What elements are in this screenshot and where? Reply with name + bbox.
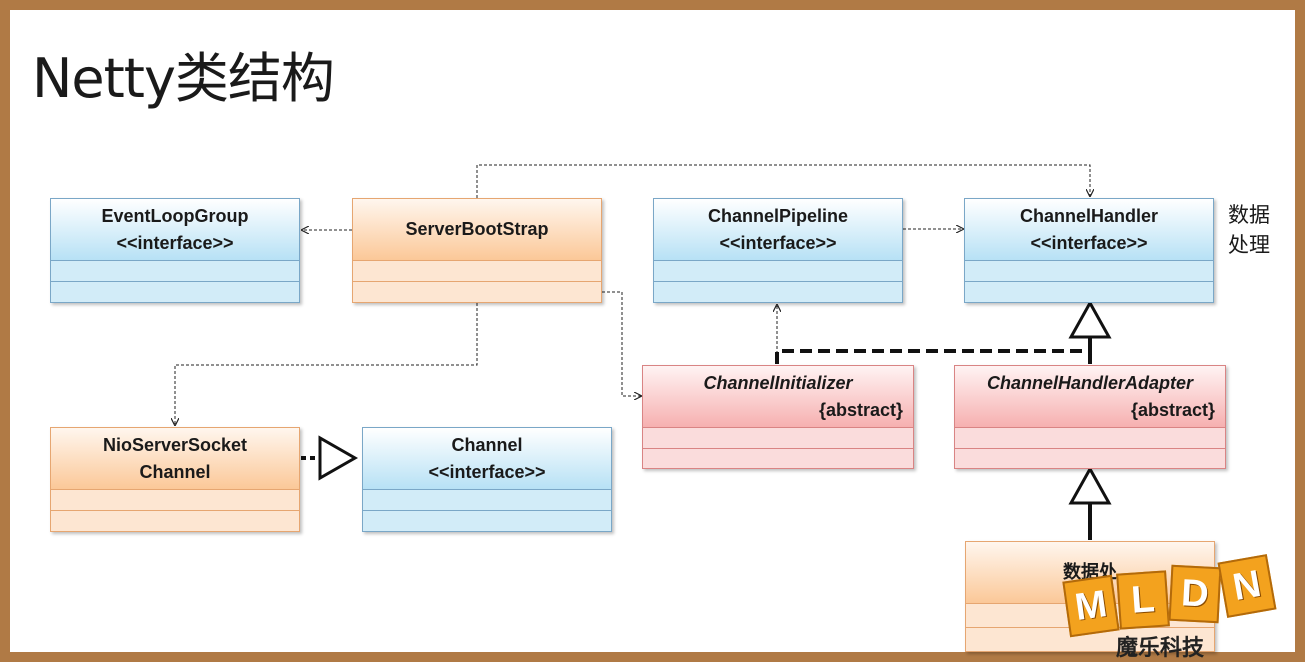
methods-section	[51, 511, 299, 531]
class-header: ChannelPipeline <<interface>>	[654, 199, 902, 261]
class-header: ChannelInitializer {abstract}	[643, 366, 913, 428]
adapter-inheritance-triangle	[1068, 465, 1112, 505]
logo-letter: L	[1116, 570, 1170, 630]
class-header: ChannelHandler <<interface>>	[965, 199, 1213, 261]
logo-letter: M	[1062, 574, 1120, 638]
class-box-channelhandleradapter: ChannelHandlerAdapter {abstract}	[954, 365, 1226, 469]
class-box-channelpipeline: ChannelPipeline <<interface>>	[653, 198, 903, 303]
class-name: ChannelPipeline	[707, 205, 849, 226]
class-header: ChannelHandlerAdapter {abstract}	[955, 366, 1225, 428]
class-header: EventLoopGroup <<interface>>	[51, 199, 299, 261]
class-name: Channel	[451, 434, 523, 455]
class-stereotype: {abstract}	[1130, 399, 1215, 420]
attributes-section	[51, 261, 299, 282]
class-name-line1: NioServerSocket	[102, 434, 248, 455]
class-name: ChannelHandler	[1019, 205, 1159, 226]
class-stereotype: <<interface>>	[116, 232, 234, 253]
class-box-channelinitializer: ChannelInitializer {abstract}	[642, 365, 914, 469]
class-box-nioserversocketchannel: NioServerSocket Channel	[50, 427, 300, 532]
mldn-logo-watermark: M L D N 魔乐科技	[1060, 548, 1300, 661]
class-box-channel: Channel <<interface>>	[362, 427, 612, 532]
attributes-section	[353, 261, 601, 282]
handler-inheritance-triangle	[1068, 299, 1112, 339]
bootstrap-to-handler-dependency	[476, 164, 1090, 198]
class-header: Channel <<interface>>	[363, 428, 611, 490]
logo-letter: D	[1168, 564, 1222, 624]
attributes-section	[965, 261, 1213, 282]
methods-section	[955, 449, 1225, 469]
class-box-serverbootstrap: ServerBootStrap	[352, 198, 602, 303]
class-stereotype: <<interface>>	[1030, 232, 1148, 253]
methods-section	[643, 449, 913, 469]
attributes-section	[643, 428, 913, 449]
methods-section	[353, 282, 601, 302]
side-note-line2: 处理	[1228, 233, 1270, 257]
logo-letter: N	[1217, 554, 1277, 618]
attributes-section	[955, 428, 1225, 449]
class-name: ChannelInitializer	[703, 372, 853, 393]
methods-section	[965, 282, 1213, 302]
channel-inheritance-triangle	[318, 435, 359, 481]
bootstrap-to-nio-dependency	[175, 303, 478, 425]
class-name: ServerBootStrap	[405, 219, 549, 239]
side-note-line1: 数据	[1228, 203, 1270, 227]
bootstrap-to-initializer-dependency	[602, 291, 641, 396]
methods-section	[51, 282, 299, 302]
class-header: ServerBootStrap	[353, 199, 601, 261]
methods-section	[363, 511, 611, 531]
logo-subtitle: 魔乐科技	[1116, 636, 1205, 661]
methods-section	[654, 282, 902, 302]
attributes-section	[654, 261, 902, 282]
class-stereotype: {abstract}	[818, 399, 903, 420]
attributes-section	[51, 490, 299, 511]
attributes-section	[363, 490, 611, 511]
class-box-eventloopgroup: EventLoopGroup <<interface>>	[50, 198, 300, 303]
class-stereotype: <<interface>>	[428, 461, 546, 482]
initializer-realizes-handler	[775, 337, 1092, 364]
class-name-line2: Channel	[139, 461, 211, 482]
slide-title: Netty类结构	[32, 47, 335, 110]
class-header: NioServerSocket Channel	[51, 428, 299, 490]
class-stereotype: <<interface>>	[719, 232, 837, 253]
class-box-channelhandler: ChannelHandler <<interface>>	[964, 198, 1214, 303]
side-note: 数据 处理	[1228, 200, 1278, 260]
class-name: EventLoopGroup	[101, 205, 249, 226]
class-name: ChannelHandlerAdapter	[986, 372, 1194, 393]
